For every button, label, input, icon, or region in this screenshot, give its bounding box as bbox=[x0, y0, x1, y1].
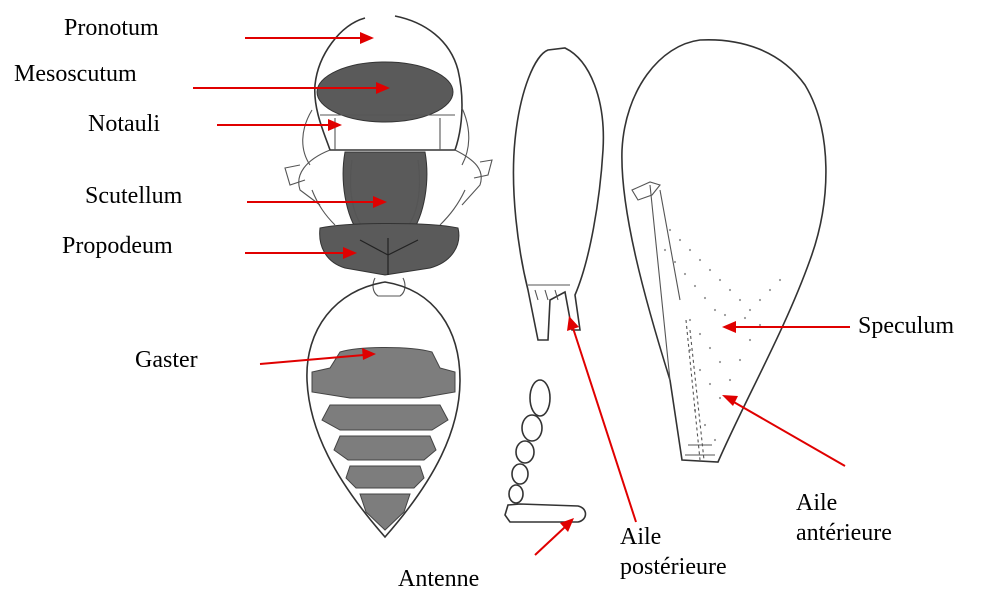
label-gaster: Gaster bbox=[135, 346, 198, 374]
propodeum-shape bbox=[320, 224, 459, 276]
label-aile-posterieure: Aile postérieure bbox=[620, 522, 770, 582]
aile-posterieure-arrow bbox=[573, 328, 636, 522]
hind-wing-drawing bbox=[513, 48, 603, 340]
antenne-arrow bbox=[535, 527, 565, 555]
scutellum-shape bbox=[343, 152, 427, 235]
fore-wing-drawing bbox=[622, 40, 826, 462]
annotation-arrows bbox=[193, 32, 850, 555]
insect-body-drawing bbox=[285, 16, 492, 537]
fore-wing-stipple bbox=[664, 229, 781, 441]
hind-wing-outline bbox=[513, 48, 603, 340]
label-aile-anterieure: Aile antérieure bbox=[796, 488, 936, 548]
label-pronotum: Pronotum bbox=[64, 14, 159, 42]
label-propodeum: Propodeum bbox=[62, 232, 173, 260]
gaster-band bbox=[312, 348, 455, 399]
label-mesoscutum: Mesoscutum bbox=[14, 60, 137, 88]
aile-anterieure-arrow bbox=[732, 401, 845, 466]
fore-wing-outline bbox=[622, 40, 826, 462]
label-antenne: Antenne bbox=[398, 565, 479, 593]
label-speculum: Speculum bbox=[858, 312, 954, 340]
antenna-drawing bbox=[505, 380, 586, 522]
label-scutellum: Scutellum bbox=[85, 182, 182, 210]
mesoscutum-shape bbox=[317, 62, 453, 122]
label-notauli: Notauli bbox=[88, 110, 160, 138]
